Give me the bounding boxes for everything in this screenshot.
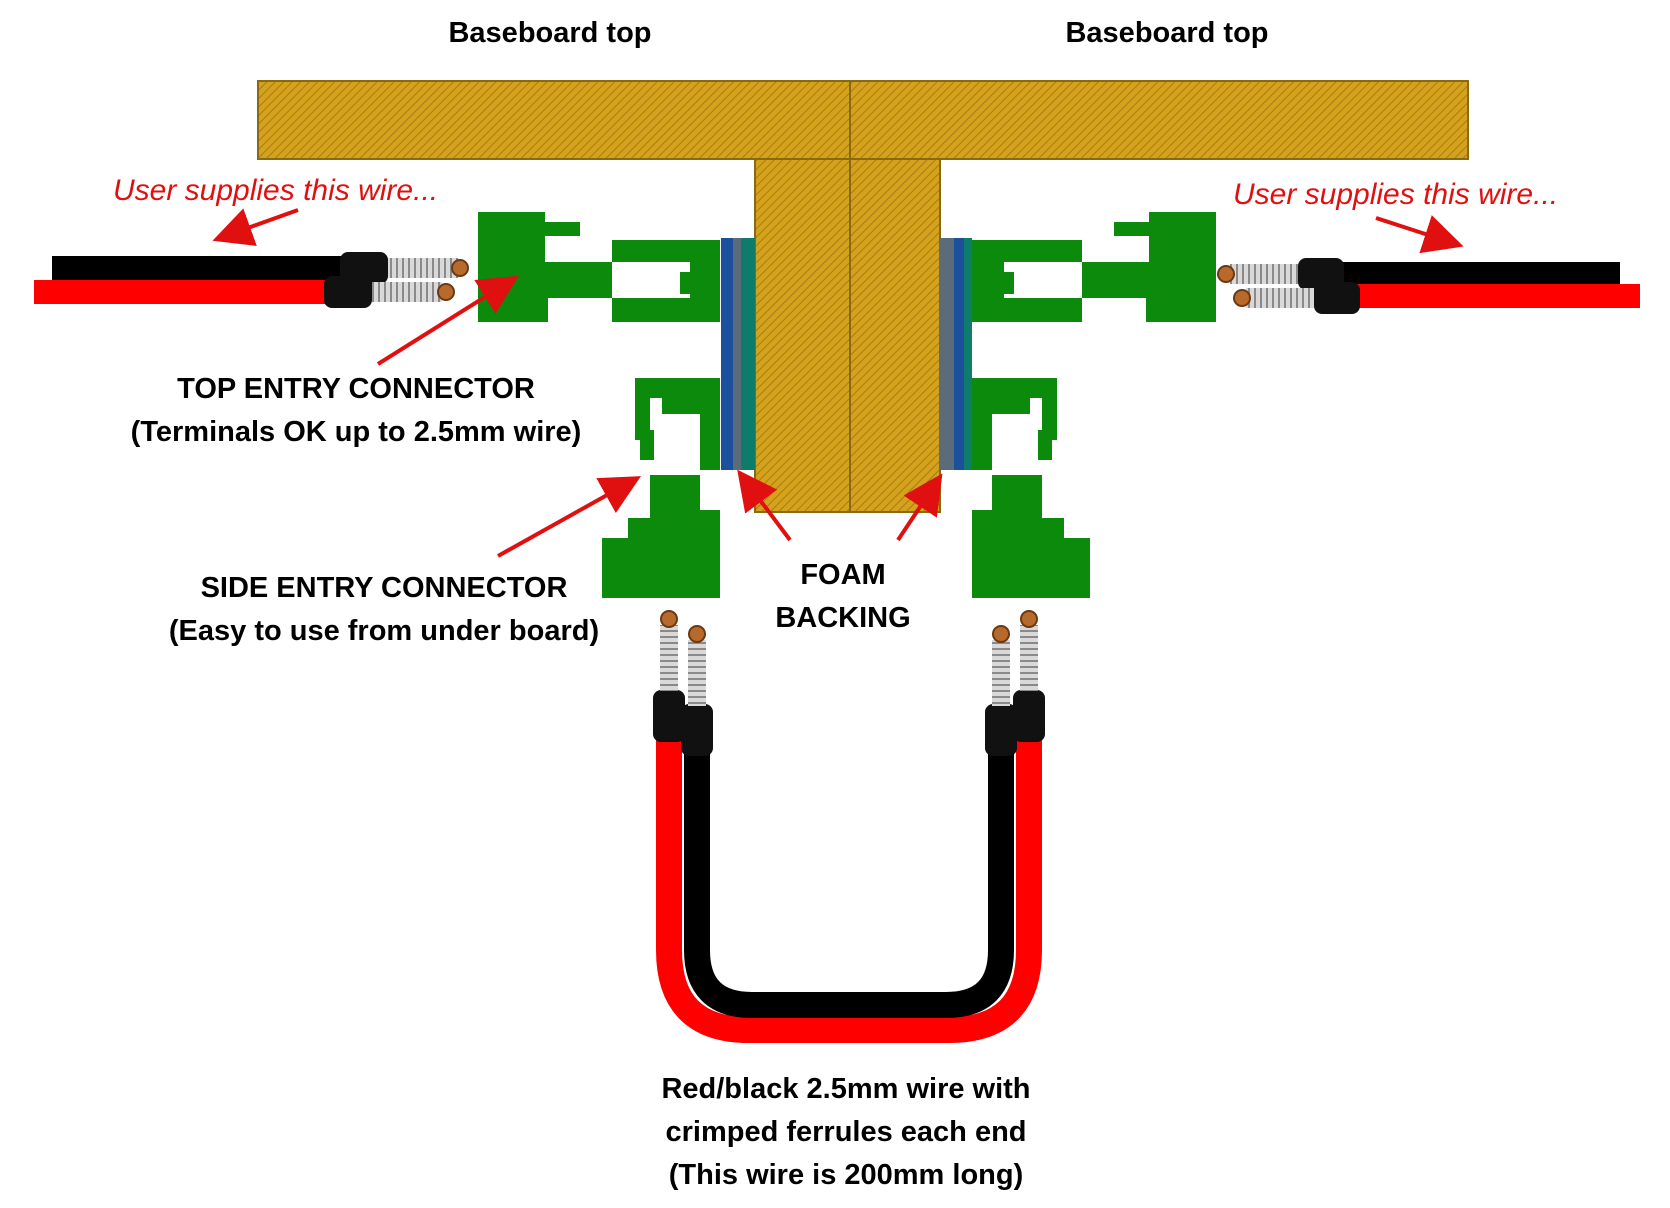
arrow-user-wire-left — [212, 208, 299, 247]
top-entry-title: TOP ENTRY CONNECTOR — [177, 373, 535, 405]
top-entry-subtitle: (Terminals OK up to 2.5mm wire) — [131, 416, 582, 448]
jumper-wire-caption-line3: (This wire is 200mm long) — [669, 1159, 1024, 1191]
ferrule-bottom-right-outer — [1013, 610, 1045, 742]
foam-label-line1: FOAM — [800, 559, 885, 591]
jumper-wire-caption-line1: Red/black 2.5mm wire with — [661, 1073, 1030, 1105]
arrow-foam-right — [896, 473, 943, 542]
arrow-top-entry — [376, 275, 519, 366]
arrow-side-entry — [497, 476, 641, 558]
user-wire-note-right: User supplies this wire... — [1233, 178, 1558, 211]
foam-backing-left — [721, 238, 755, 470]
ferrule-bottom-right-inner — [985, 625, 1017, 756]
baseboard-top-label-left: Baseboard top — [448, 17, 651, 49]
arrow-user-wire-right — [1375, 215, 1464, 254]
foam-label-line2: BACKING — [775, 602, 910, 634]
side-entry-connector-right — [972, 378, 1090, 598]
arrow-foam-left — [737, 469, 792, 542]
side-entry-subtitle: (Easy to use from under board) — [169, 615, 599, 647]
foam-backing-right — [940, 238, 972, 470]
user-wire-right — [1217, 258, 1640, 314]
user-wire-left — [34, 252, 469, 308]
top-entry-connector-left — [478, 212, 720, 322]
ferrule-left-lower — [324, 276, 455, 308]
annotation-arrows — [212, 208, 1464, 558]
baseboard-right — [849, 80, 1469, 513]
ferrule-bottom-left-inner — [681, 625, 713, 756]
ferrule-bottom-left-outer — [653, 610, 685, 742]
user-wire-note-left: User supplies this wire... — [113, 174, 438, 207]
baseboard-top-label-right: Baseboard top — [1065, 17, 1268, 49]
baseboard-left — [257, 80, 851, 513]
side-entry-title: SIDE ENTRY CONNECTOR — [201, 572, 568, 604]
jumper-wire-caption-line2: crimped ferrules each end — [665, 1116, 1026, 1148]
ferrule-right-lower — [1233, 282, 1360, 314]
top-entry-connector-right — [972, 212, 1216, 322]
jumper-wire — [653, 610, 1045, 1043]
side-entry-connector-left — [602, 378, 720, 598]
